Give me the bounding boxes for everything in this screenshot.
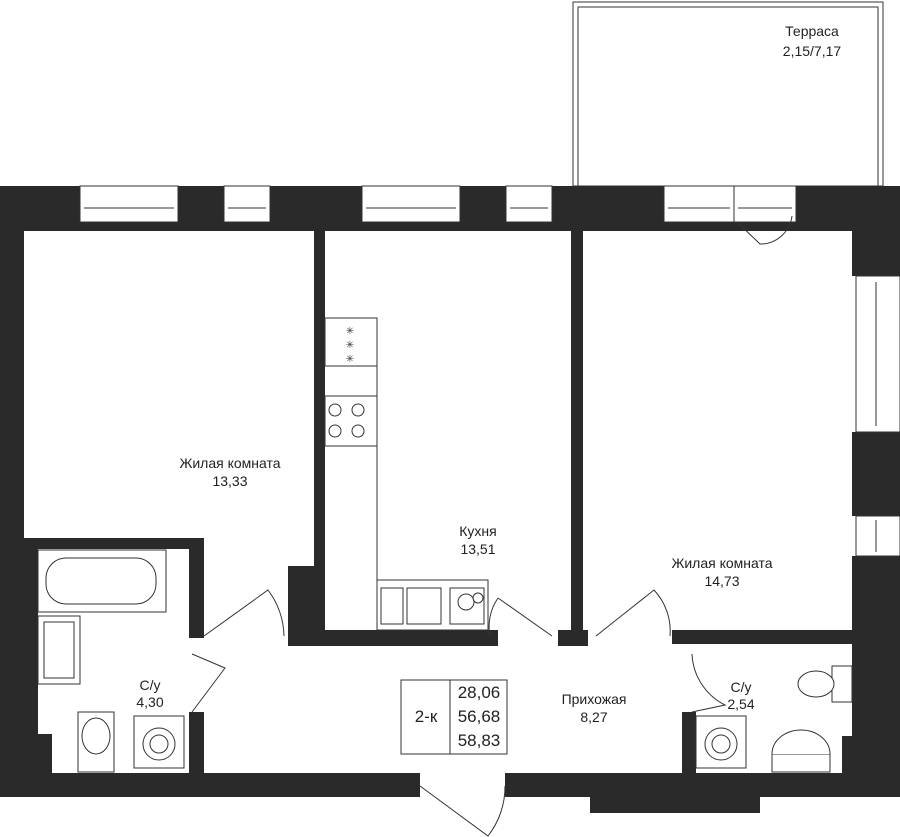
room-living1: Жилая комната 13,33 (179, 455, 280, 489)
area-living: 28,06 (458, 683, 501, 702)
room-area: 4,30 (136, 694, 163, 710)
room-name: Жилая комната (179, 455, 280, 471)
room-terrace: Терраса 2,15/7,17 (783, 23, 842, 59)
room-area: 14,73 (704, 573, 739, 589)
svg-text:✳: ✳ (346, 340, 354, 351)
svg-text:✳: ✳ (346, 326, 354, 337)
room-area: 13,33 (212, 473, 247, 489)
room-area: 2,54 (727, 696, 754, 712)
room-area: 13,51 (460, 541, 495, 557)
bath2-fixtures (695, 665, 853, 773)
room-area: 8,27 (580, 709, 607, 725)
area-with-terrace: 58,83 (458, 731, 501, 750)
room-bath1: С/у 4,30 (136, 677, 163, 710)
room-living2: Жилая комната 14,73 (671, 555, 772, 589)
room-name: Кухня (459, 523, 496, 539)
door-swings (191, 215, 793, 837)
room-name: Жилая комната (671, 555, 772, 571)
room-bath2: С/у 2,54 (727, 679, 754, 712)
kitchen-fixtures: ✳ ✳ ✳ (324, 317, 489, 631)
windows (79, 185, 900, 557)
svg-text:✳: ✳ (346, 354, 354, 365)
area-total: 56,68 (458, 707, 501, 726)
room-name: Прихожая (562, 691, 627, 707)
room-kitchen: Кухня 13,51 (459, 523, 496, 557)
room-name: С/у (731, 679, 752, 695)
apartment-summary: 2-к 28,06 56,68 58,83 (400, 679, 508, 755)
room-hall: Прихожая 8,27 (562, 691, 627, 725)
room-name: Терраса (785, 23, 839, 39)
room-area: 2,15/7,17 (783, 43, 842, 59)
apartment-type: 2-к (415, 707, 438, 726)
room-name: С/у (140, 677, 161, 693)
bath1-fixtures (37, 549, 185, 773)
